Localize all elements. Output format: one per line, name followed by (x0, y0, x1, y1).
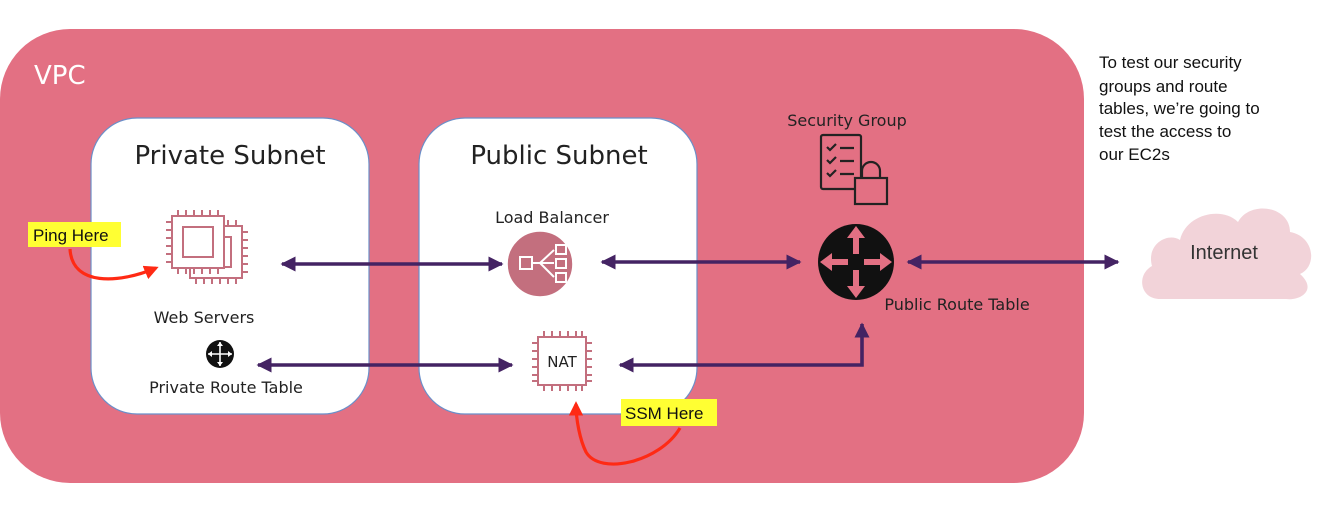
ssm-arrow (568, 401, 682, 466)
private-subnet: Private Subnet Web Servers Private Route… (90, 117, 370, 415)
explanation-note: To test our security groups and route ta… (1099, 53, 1264, 164)
public-route-table-icon (818, 224, 894, 300)
load-balancer-label: Load Balancer (495, 208, 609, 227)
nat-icon (532, 331, 592, 391)
public-subnet-title: Public Subnet (470, 141, 647, 171)
ping-arrow (68, 248, 159, 281)
public-subnet: Public Subnet Load Balancer NAT (418, 117, 698, 415)
security-group-label: Security Group (787, 111, 907, 130)
note-line: To test our security (1099, 53, 1242, 72)
private-route-table-icon (206, 340, 234, 368)
web-servers-icon (166, 210, 248, 284)
web-servers-label: Web Servers (154, 308, 255, 327)
ssm-highlight (621, 399, 717, 426)
private-subnet-title: Private Subnet (134, 141, 325, 171)
arrow-nat-router (618, 322, 870, 373)
ping-callout: Ping Here (28, 222, 159, 281)
ping-label: Ping Here (33, 226, 109, 245)
nat-label: NAT (547, 353, 577, 371)
note-line: test the access to (1099, 122, 1231, 141)
security-group-icon (819, 133, 889, 206)
load-balancer-icon (507, 231, 573, 297)
internet-label: Internet (1190, 242, 1258, 264)
private-route-table-label: Private Route Table (149, 378, 303, 397)
ssm-label: SSM Here (625, 404, 703, 423)
note-line: our EC2s (1099, 145, 1170, 164)
public-route-table: Public Route Table (818, 224, 1030, 314)
note-line: groups and route (1099, 77, 1228, 96)
connections (256, 254, 1120, 373)
ping-highlight (28, 222, 121, 247)
vpc-label: VPC (34, 61, 86, 91)
internet: Internet (1142, 208, 1312, 300)
ssm-callout: SSM Here (568, 399, 717, 466)
internet-cloud-icon (1142, 208, 1312, 300)
public-route-table-label: Public Route Table (884, 295, 1029, 314)
note-line: tables, we’re going to (1099, 99, 1260, 118)
security-group: Security Group (787, 111, 907, 206)
